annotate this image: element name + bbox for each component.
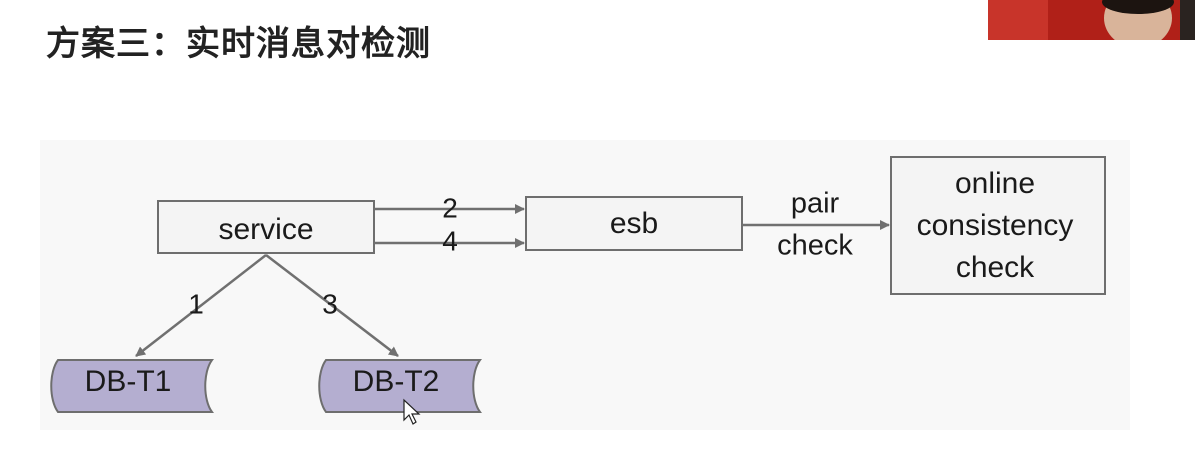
edge-label-2: 2 — [442, 192, 458, 223]
edge-label-check: check — [777, 230, 853, 262]
service-box — [157, 200, 375, 254]
consistency-check-label-line2: consistency — [917, 209, 1074, 242]
mouse-cursor-icon — [403, 398, 421, 425]
slide-title: 方案三：实时消息对检测 — [46, 24, 431, 64]
esb-label: esb — [610, 207, 658, 240]
db-t2-label: DB-T2 — [353, 365, 440, 398]
db-t1-node: DB-T1 — [50, 359, 214, 413]
service-node: service — [157, 200, 375, 254]
webcam-feed-image — [988, 0, 1195, 40]
service-label: service — [218, 213, 313, 246]
consistency-check-label-line1: online — [955, 167, 1035, 200]
edge-label-1: 1 — [188, 288, 204, 319]
webcam-overlay — [988, 0, 1195, 40]
db-t2-shape — [318, 359, 482, 413]
esb-box — [525, 196, 743, 251]
consistency-check-node: online consistency check — [890, 156, 1106, 295]
edge-label-pair: pair — [791, 188, 840, 220]
db-t1-label: DB-T1 — [85, 365, 172, 398]
db-t2-node: DB-T2 — [318, 359, 482, 413]
arrow-service-to-db-t1 — [135, 254, 267, 357]
esb-node: esb — [525, 196, 743, 251]
arrow-service-to-db-t2 — [265, 254, 399, 357]
db-t1-shape — [50, 359, 214, 413]
edge-label-4: 4 — [442, 225, 458, 256]
consistency-check-box — [890, 156, 1106, 295]
consistency-check-label-line3: check — [956, 251, 1035, 284]
edge-label-3: 3 — [322, 288, 338, 319]
